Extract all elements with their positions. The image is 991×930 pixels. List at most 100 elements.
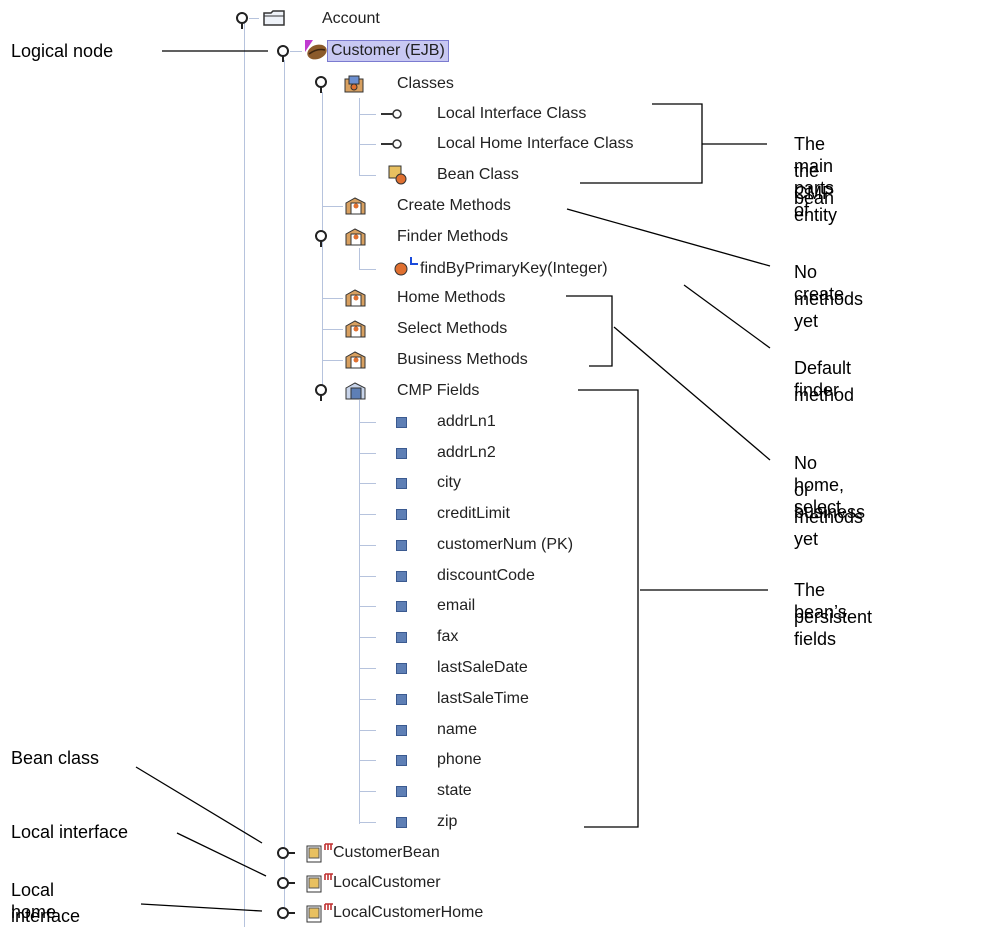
callout-text: No create [794,262,845,304]
tree-node-field[interactable]: discountCode [437,567,535,584]
tree-node-cmp-fields[interactable]: CMP Fields [397,382,480,399]
tree-node-create-methods[interactable]: Create Methods [397,197,511,214]
collapse-toggle-icon[interactable] [277,877,295,889]
tree-node-local-customer-home[interactable]: LocalCustomerHome [333,904,484,921]
collapse-toggle-icon[interactable] [277,907,295,919]
tree-node-business-methods[interactable]: Business Methods [397,351,528,368]
field-icon [396,509,407,520]
interface-icon [381,109,402,119]
methods-folder-icon [345,197,366,215]
tree-guide-line [359,248,360,270]
tree-node-field[interactable]: state [437,782,472,799]
tree-node-local-customer[interactable]: LocalCustomer [333,874,441,891]
tree-guide-line [284,60,285,920]
callout-text: The bean’s [794,580,847,622]
field-icon [396,632,407,643]
expand-toggle-icon[interactable] [315,76,327,93]
expand-toggle-icon[interactable] [277,45,289,62]
callout-text: interface [11,906,81,926]
tree-node-customer-bean[interactable]: CustomerBean [333,844,440,861]
callout-text: persistent fields [794,607,873,649]
tree-node-field[interactable]: lastSaleTime [437,690,529,707]
tree-node-local-interface-class[interactable]: Local Interface Class [437,105,587,122]
callout-text: Default finder [794,358,852,400]
java-class-icon [306,873,333,893]
tree-guide-line [244,22,245,927]
tree-branch-line [360,668,376,669]
tree-node-account[interactable]: Account [322,10,380,27]
callout-text: the CMP entity [794,161,838,225]
callout-text: methods yet [794,507,864,549]
bean-class-icon [388,165,407,185]
tree-node-field[interactable]: lastSaleDate [437,659,528,676]
tree-node-local-home-interface-class[interactable]: Local Home Interface Class [437,135,634,152]
classes-folder-icon [344,75,364,93]
expand-toggle-icon[interactable] [236,12,248,29]
tree-node-field[interactable]: zip [437,813,458,830]
tree-node-field[interactable]: creditLimit [437,505,510,522]
tree-branch-line [249,18,259,19]
ejb-bean-icon [305,40,327,60]
field-icon [396,417,407,428]
tree-branch-line [323,360,343,361]
tree-guide-line [322,92,323,392]
callout-text: method [794,385,855,405]
methods-folder-icon [345,351,366,369]
tree-branch-line [360,606,376,607]
tree-node-customer-ejb[interactable]: Customer (EJB) [327,40,449,62]
tree-guide-line [359,98,360,176]
field-icon [396,755,407,766]
collapse-toggle-icon[interactable] [277,847,295,859]
tree-node-home-methods[interactable]: Home Methods [397,289,506,306]
tree-node-finder-methods[interactable]: Finder Methods [397,228,509,245]
tree-node-field[interactable]: customerNum (PK) [437,536,574,553]
tree-branch-line [360,791,376,792]
field-icon [396,817,407,828]
tree-branch-line [360,269,376,270]
tree-node-field[interactable]: city [437,474,461,491]
field-icon [396,725,407,736]
tree-node-field[interactable]: phone [437,751,482,768]
tree-branch-line [360,545,376,546]
tree-branch-line [360,637,376,638]
tree-branch-line [360,822,376,823]
tree-branch-line [360,483,376,484]
callout-text: methods yet [794,289,864,331]
tree-node-find-by-primary-key[interactable]: findByPrimaryKey(Integer) [420,260,608,277]
tree-node-classes[interactable]: Classes [397,75,454,92]
callout-logical-node: Logical node [11,41,114,61]
tree-branch-line [323,206,343,207]
java-class-icon [306,843,333,863]
tree-branch-line [360,514,376,515]
tree-branch-line [360,699,376,700]
callout-text: bean [794,188,835,208]
field-icon [396,478,407,489]
callout-local-interface: Local interface [11,822,129,842]
tree-branch-line [323,298,343,299]
tree-node-bean-class[interactable]: Bean Class [437,166,519,183]
tree-node-field[interactable]: addrLn2 [437,444,496,461]
field-icon [396,663,407,674]
tree-branch-line [360,730,376,731]
callout-text: No home, select, [794,453,847,517]
tree-node-field[interactable]: name [437,721,478,738]
methods-folder-icon [345,289,366,307]
tree-branch-line [360,422,376,423]
tree-branch-line [360,144,376,145]
tree-node-field[interactable]: addrLn1 [437,413,496,430]
tree-node-field[interactable]: fax [437,628,459,645]
field-icon [396,601,407,612]
callout-bean-class: Bean class [11,748,100,768]
tree-node-field[interactable]: email [437,597,476,614]
interface-icon [381,139,402,149]
field-icon [396,540,407,551]
tree-branch-line [323,329,343,330]
methods-folder-icon [345,228,366,246]
tree-branch-line [360,760,376,761]
explorer-tree-panel [222,0,720,930]
tree-node-select-methods[interactable]: Select Methods [397,320,508,337]
expand-toggle-icon[interactable] [315,230,327,247]
callout-text: Local home [11,880,57,922]
expand-toggle-icon[interactable] [315,384,327,401]
callout-text: or business [794,480,866,522]
